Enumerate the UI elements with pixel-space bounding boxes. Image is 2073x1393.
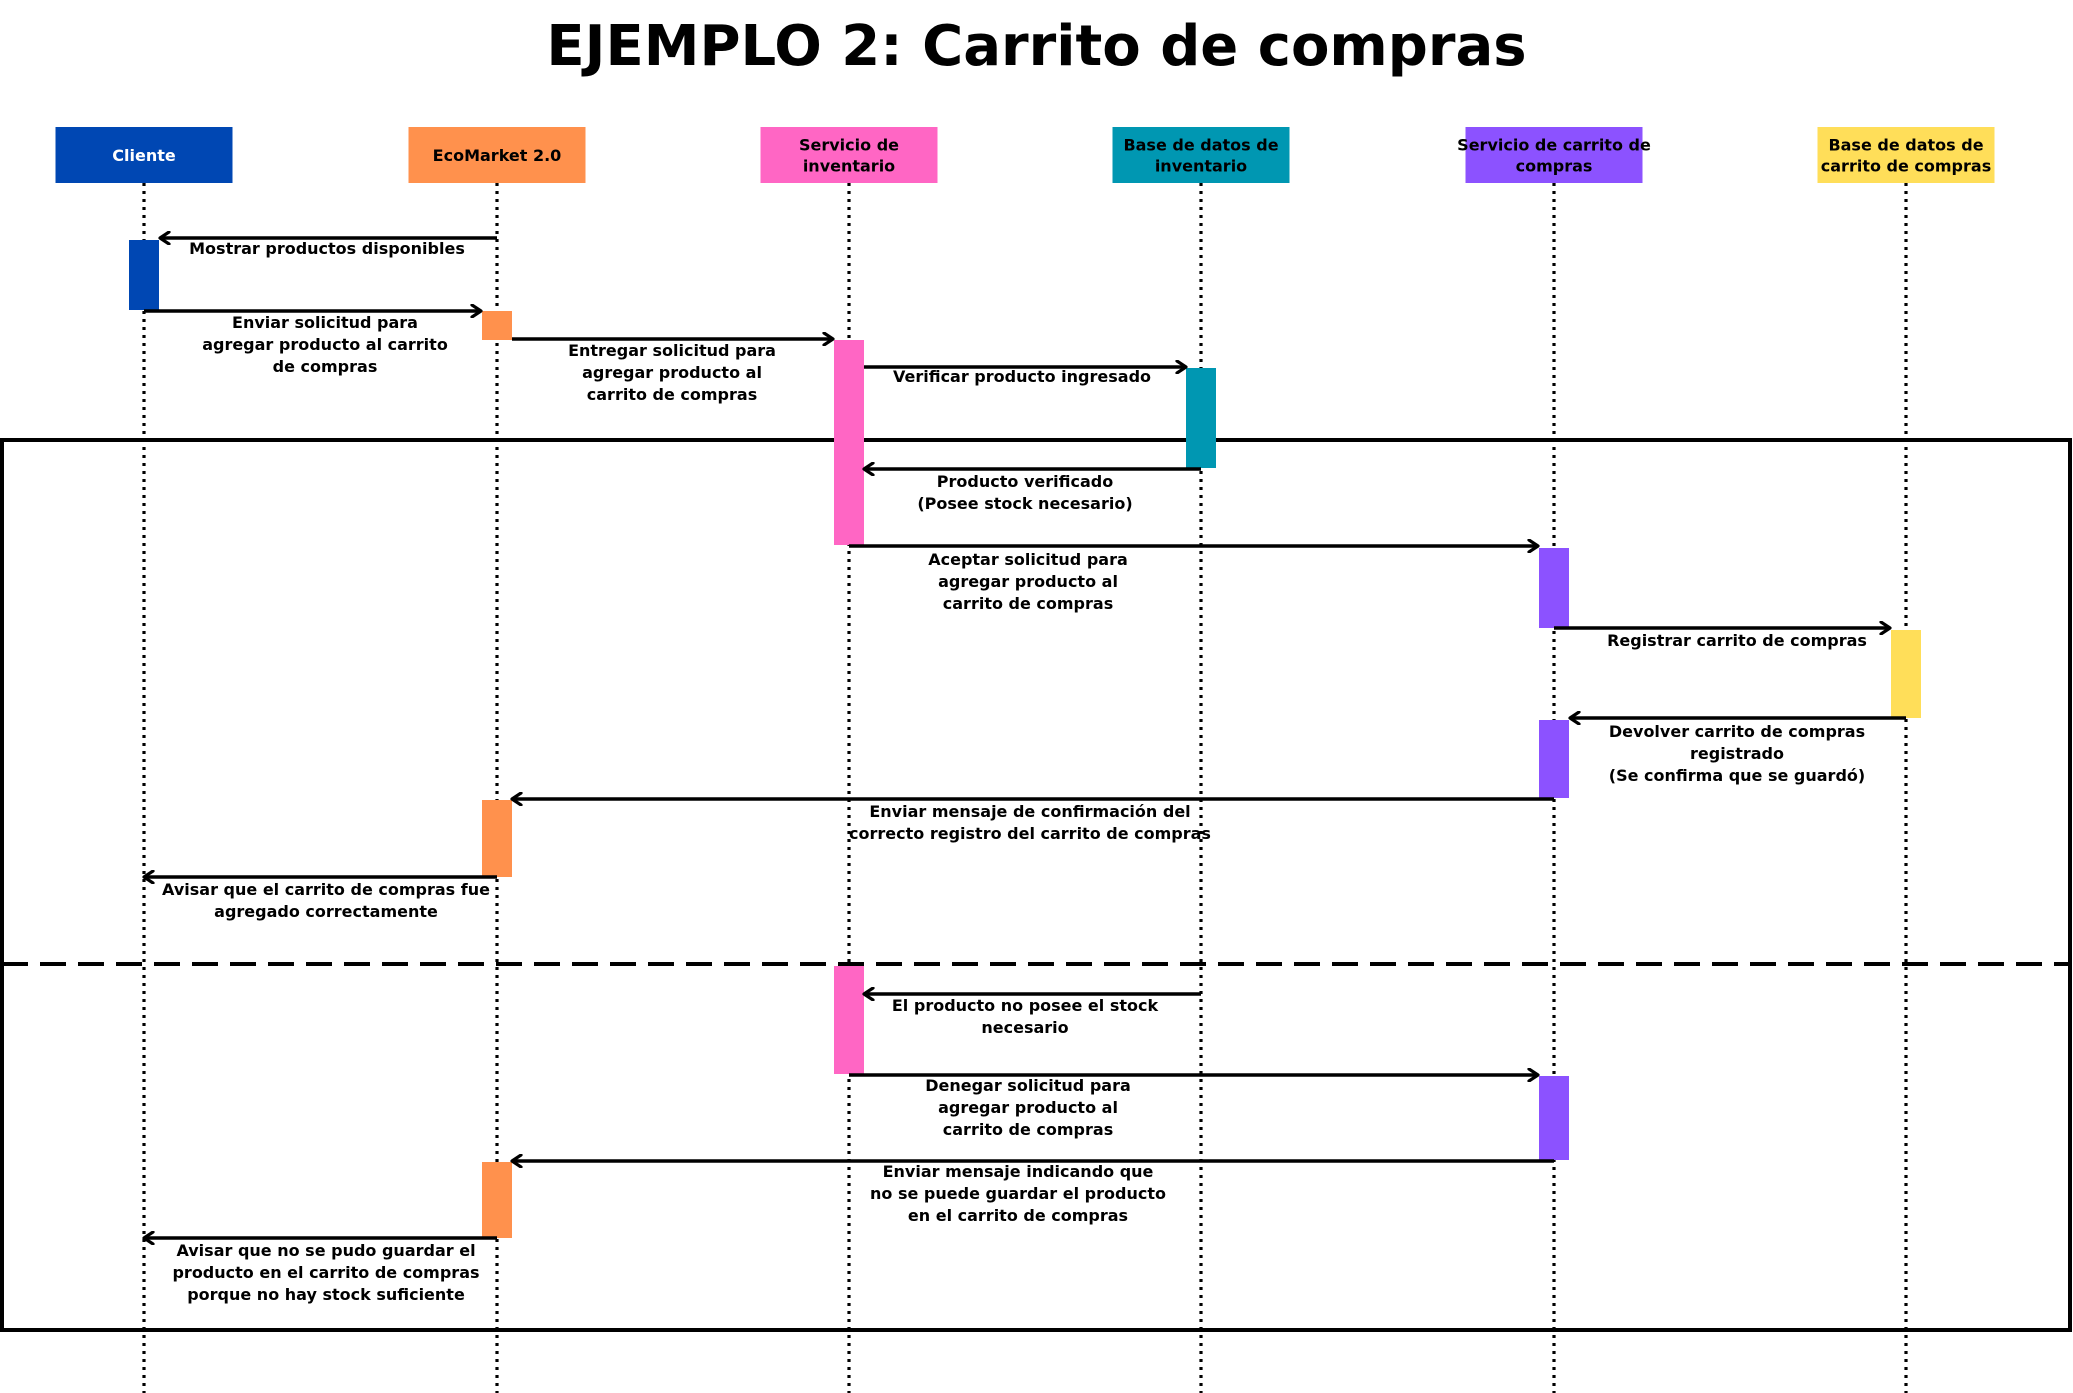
activation-bar-bd_inventario bbox=[1186, 368, 1216, 468]
message-label: carrito de compras bbox=[943, 1120, 1113, 1139]
activation-bar-inventario bbox=[834, 340, 864, 545]
message-label: producto en el carrito de compras bbox=[172, 1263, 479, 1282]
message-label: Enviar solicitud para bbox=[232, 313, 418, 332]
participant-cliente: Cliente bbox=[55, 127, 233, 183]
message-label: correcto registro del carrito de compras bbox=[849, 824, 1211, 843]
message-label: Enviar mensaje indicando que bbox=[883, 1162, 1154, 1181]
participant-label: EcoMarket 2.0 bbox=[433, 146, 562, 165]
participant-label: Cliente bbox=[112, 146, 176, 165]
message-label: Verificar producto ingresado bbox=[893, 367, 1151, 386]
participant-bd_inventario: Base de datos de inventario bbox=[1112, 127, 1290, 183]
participant-label: Base de datos de bbox=[1123, 136, 1278, 155]
message-label: agregado correctamente bbox=[214, 902, 438, 921]
participant-label: inventario bbox=[803, 157, 895, 176]
activation-bar-bd_carrito bbox=[1891, 630, 1921, 718]
activation-bar-ecomarket bbox=[482, 1162, 512, 1238]
participant-bd_carrito: Base de datos de carrito de compras bbox=[1817, 127, 1995, 183]
message-label: Aceptar solicitud para bbox=[928, 550, 1128, 569]
activation-bar-ecomarket bbox=[482, 800, 512, 877]
message-label: necesario bbox=[981, 1018, 1068, 1037]
participant-label: Servicio de carrito de bbox=[1457, 136, 1651, 155]
participant-box bbox=[760, 127, 938, 183]
message-label: Producto verificado bbox=[937, 472, 1113, 491]
participant-box bbox=[55, 127, 233, 183]
message-label: agregar producto al carrito bbox=[202, 335, 448, 354]
activation-bar-carrito bbox=[1539, 720, 1569, 798]
participant-box bbox=[1112, 127, 1290, 183]
message-label: Avisar que no se pudo guardar el bbox=[176, 1241, 475, 1260]
alt-frame bbox=[0, 438, 2072, 1332]
message-label: registrado bbox=[1690, 744, 1784, 763]
message-label: (Se confirma que se guardó) bbox=[1609, 766, 1865, 785]
activation-bar-ecomarket bbox=[482, 311, 512, 340]
message-label: porque no hay stock suficiente bbox=[187, 1285, 465, 1304]
message-label: Devolver carrito de compras bbox=[1609, 722, 1865, 741]
message-label: agregar producto al bbox=[938, 1098, 1118, 1117]
message-label: agregar producto al bbox=[582, 363, 762, 382]
activation-bar-cliente bbox=[129, 240, 159, 310]
participant-label: carrito de compras bbox=[1821, 157, 1991, 176]
message-label: agregar producto al bbox=[938, 572, 1118, 591]
message-label: (Posee stock necesario) bbox=[917, 494, 1132, 513]
message-label: en el carrito de compras bbox=[908, 1206, 1128, 1225]
participant-box bbox=[1817, 127, 1995, 183]
participant-label: compras bbox=[1516, 157, 1593, 176]
message-label: Enviar mensaje de confirmación del bbox=[869, 802, 1190, 821]
participant-label: Servicio de bbox=[799, 136, 899, 155]
activation-bar-inventario bbox=[834, 966, 864, 1074]
page-title: EJEMPLO 2: Carrito de compras bbox=[546, 14, 1527, 79]
message-label: Denegar solicitud para bbox=[925, 1076, 1131, 1095]
message-label: Avisar que el carrito de compras fue bbox=[162, 880, 490, 899]
message-label: de compras bbox=[273, 357, 378, 376]
message-label: Mostrar productos disponibles bbox=[189, 239, 465, 258]
activation-bar-carrito bbox=[1539, 548, 1569, 628]
participant-box bbox=[408, 127, 586, 183]
participant-carrito: Servicio de carrito de compras bbox=[1457, 127, 1651, 183]
message-label: carrito de compras bbox=[587, 385, 757, 404]
participant-label: inventario bbox=[1155, 157, 1247, 176]
participant-label: Base de datos de bbox=[1828, 136, 1983, 155]
message-label: no se puede guardar el producto bbox=[870, 1184, 1166, 1203]
message-label: Registrar carrito de compras bbox=[1607, 631, 1867, 650]
activation-bar-carrito bbox=[1539, 1076, 1569, 1160]
message-label: El producto no posee el stock bbox=[892, 996, 1159, 1015]
participant-inventario: Servicio de inventario bbox=[760, 127, 938, 183]
participant-box bbox=[1465, 127, 1643, 183]
message-label: Entregar solicitud para bbox=[568, 341, 776, 360]
participant-ecomarket: EcoMarket 2.0 bbox=[408, 127, 586, 183]
message-label: carrito de compras bbox=[943, 594, 1113, 613]
